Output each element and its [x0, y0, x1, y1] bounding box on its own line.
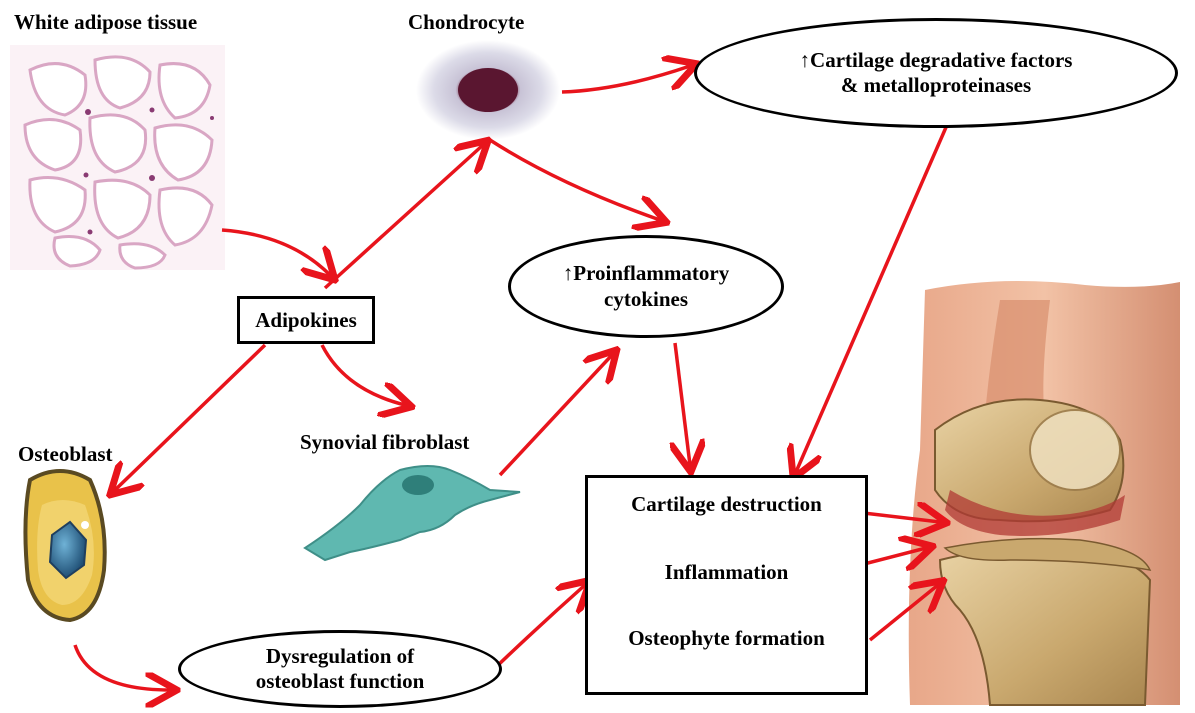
chondrocyte-image: [416, 40, 560, 140]
proinflammatory-line1: ↑Proinflammatory: [563, 261, 729, 286]
adipose-tissue-image: [10, 45, 225, 270]
cartilage-factors-ellipse: ↑Cartilage degradative factors & metallo…: [694, 18, 1178, 128]
dysregulation-line2: osteoblast function: [256, 669, 425, 694]
outcome-osteophyte-formation: Osteophyte formation: [588, 626, 865, 651]
label-white-adipose-tissue: White adipose tissue: [14, 10, 197, 35]
up-arrow-icon: ↑: [563, 261, 574, 285]
outcomes-box: Cartilage destruction Inflammation Osteo…: [585, 475, 868, 695]
adipokines-label: Adipokines: [255, 308, 357, 333]
up-arrow-icon: ↑: [800, 48, 811, 72]
adipokines-box: Adipokines: [237, 296, 375, 344]
synovial-fibroblast-image: [305, 466, 520, 560]
osteoblast-image: [25, 471, 104, 620]
outcome-cartilage-destruction: Cartilage destruction: [588, 492, 865, 517]
knee-joint-image: [909, 281, 1180, 705]
proinflammatory-ellipse: ↑Proinflammatory cytokines: [508, 235, 784, 338]
cartilage-factors-text1: Cartilage degradative factors: [810, 48, 1072, 72]
dysregulation-ellipse: Dysregulation of osteoblast function: [178, 630, 502, 708]
label-synovial-fibroblast: Synovial fibroblast: [300, 430, 469, 455]
proinflammatory-text1: Proinflammatory: [573, 261, 729, 285]
label-osteoblast: Osteoblast: [18, 442, 113, 467]
cartilage-factors-line2: & metalloproteinases: [841, 73, 1031, 98]
outcome-inflammation: Inflammation: [588, 560, 865, 585]
cartilage-factors-line1: ↑Cartilage degradative factors: [800, 48, 1073, 73]
label-chondrocyte: Chondrocyte: [408, 10, 524, 35]
dysregulation-line1: Dysregulation of: [266, 644, 414, 669]
proinflammatory-line2: cytokines: [604, 287, 688, 312]
